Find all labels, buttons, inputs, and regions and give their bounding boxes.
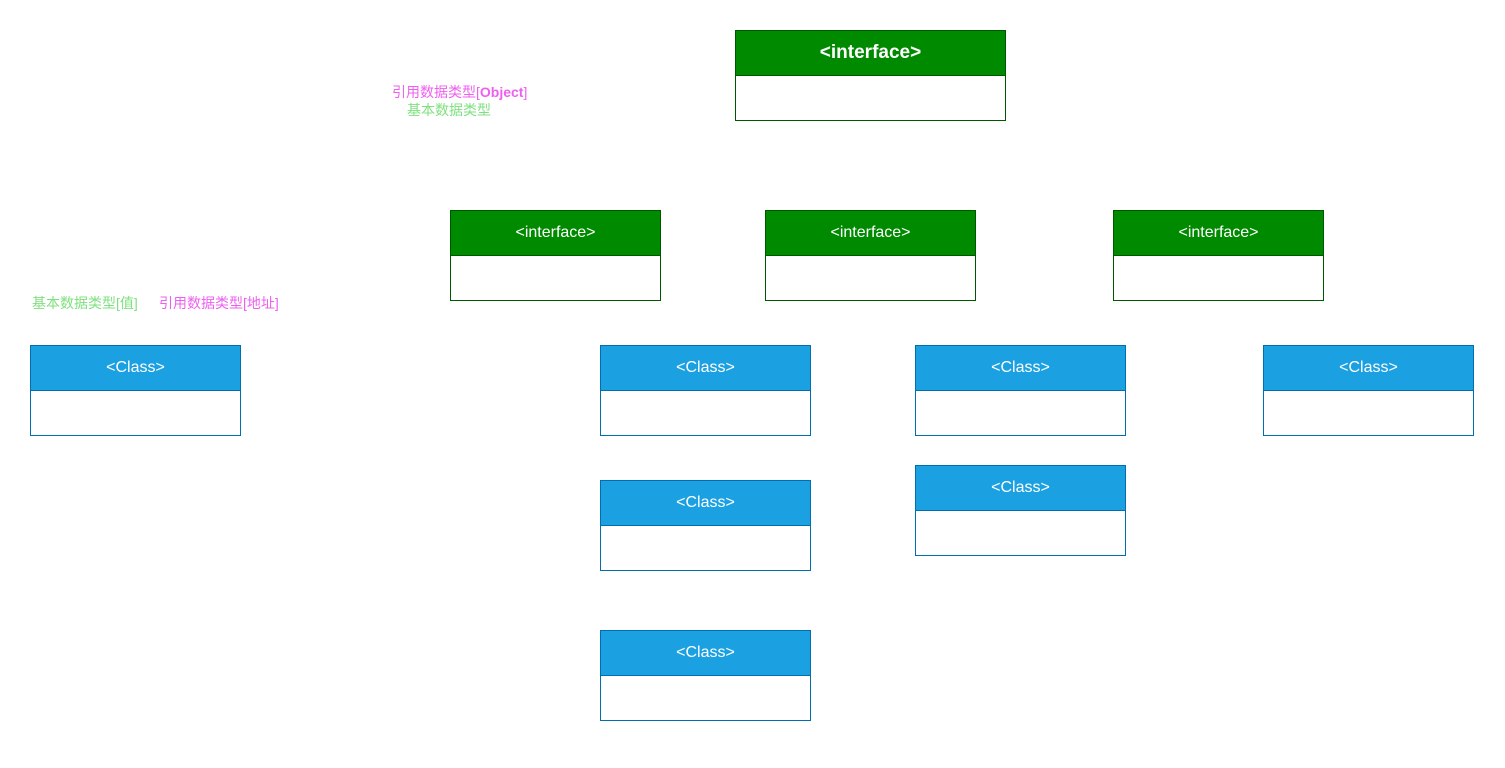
class-node-col1-row1[interactable]: <Class>	[600, 345, 811, 436]
node-title: <Class>	[1264, 346, 1473, 391]
class-node-far-right[interactable]: <Class>	[1263, 345, 1474, 436]
reference-object-prefix: 引用数据类型[	[392, 84, 480, 100]
reference-object-label[interactable]: 引用数据类型[Object]	[392, 84, 527, 101]
node-body	[1264, 391, 1473, 435]
node-title: <Class>	[601, 346, 810, 391]
reference-object-suffix: ]	[523, 84, 528, 100]
node-body	[1114, 256, 1323, 300]
class-node-far-left[interactable]: <Class>	[30, 345, 241, 436]
node-body	[601, 391, 810, 435]
primitive-value-label[interactable]: 基本数据类型[值]	[32, 295, 138, 311]
node-body	[601, 676, 810, 720]
node-title: <Class>	[601, 631, 810, 676]
class-node-col1-row3[interactable]: <Class>	[600, 630, 811, 721]
root-interface-node[interactable]: <interface>	[735, 30, 1006, 121]
class-node-col2-row2[interactable]: <Class>	[915, 465, 1126, 556]
node-body	[916, 511, 1125, 555]
class-node-col2-row1[interactable]: <Class>	[915, 345, 1126, 436]
node-title: <interface>	[451, 211, 660, 256]
node-title: <interface>	[1114, 211, 1323, 256]
node-title: <Class>	[916, 466, 1125, 511]
node-title: <interface>	[736, 31, 1005, 76]
primitive-types-label[interactable]: 基本数据类型	[407, 102, 491, 118]
interface-node-middle[interactable]: <interface>	[765, 210, 976, 301]
node-body	[916, 391, 1125, 435]
node-body	[736, 76, 1005, 120]
node-title: <interface>	[766, 211, 975, 256]
node-body	[31, 391, 240, 435]
node-body	[766, 256, 975, 300]
reference-address-label[interactable]: 引用数据类型[地址]	[159, 295, 279, 311]
node-title: <Class>	[916, 346, 1125, 391]
reference-object-keyword: Object	[479, 84, 524, 100]
interface-node-right[interactable]: <interface>	[1113, 210, 1324, 301]
node-body	[601, 526, 810, 570]
node-body	[451, 256, 660, 300]
node-title: <Class>	[601, 481, 810, 526]
class-node-col1-row2[interactable]: <Class>	[600, 480, 811, 571]
node-title: <Class>	[31, 346, 240, 391]
interface-node-left[interactable]: <interface>	[450, 210, 661, 301]
